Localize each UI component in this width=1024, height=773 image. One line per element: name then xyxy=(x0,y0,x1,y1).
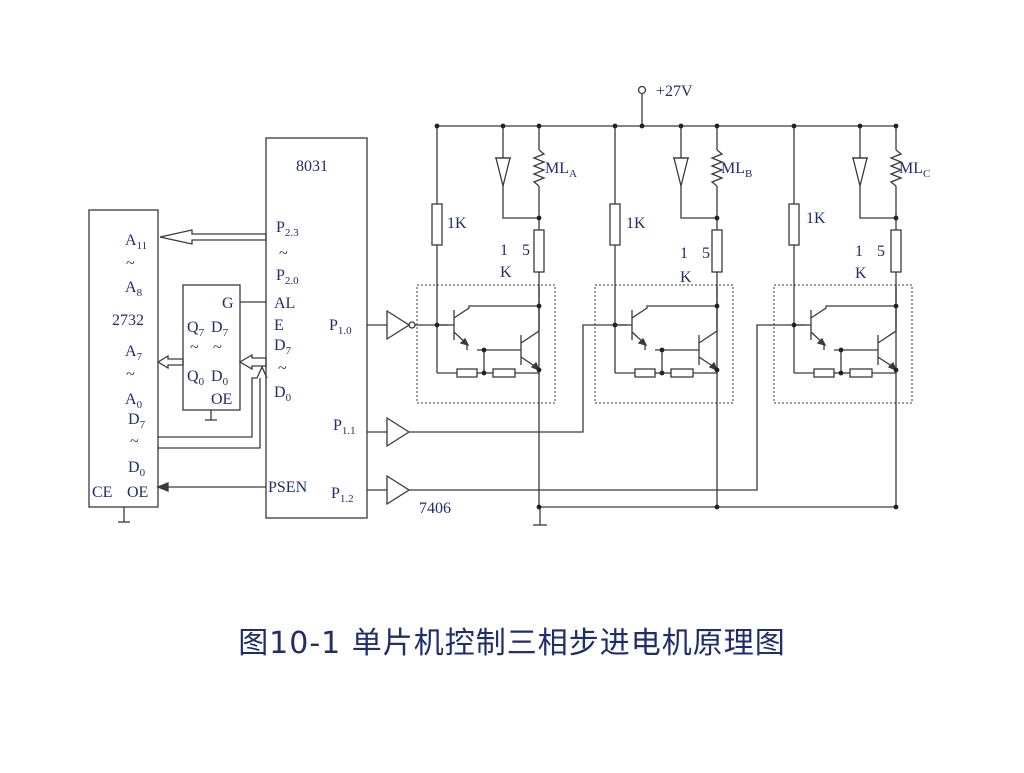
eprom-a8: A8 xyxy=(125,279,143,299)
base-resistor-c xyxy=(788,203,800,246)
mcu-p23: P2.3 xyxy=(276,219,299,239)
bus-arrow-address-low xyxy=(156,354,184,370)
collector-resistor-b xyxy=(711,229,723,273)
collector-resistor-c xyxy=(890,229,902,273)
darlington-box-a xyxy=(416,284,556,404)
eprom-oe: OE xyxy=(127,484,148,501)
internal-resistor-1-b xyxy=(634,368,656,378)
coil-label-b: MLB xyxy=(721,160,752,180)
mcu-d0: D0 xyxy=(274,384,292,404)
eprom-d-tilde: ~ xyxy=(130,433,139,450)
flyback-diode-a xyxy=(495,157,511,187)
mcu-p12: P1.2 xyxy=(331,485,354,505)
motor-coil-a xyxy=(532,149,546,187)
internal-resistor-1-c xyxy=(813,368,835,378)
latch-q7: Q7 xyxy=(187,319,205,339)
supply-label: +27V xyxy=(656,83,693,100)
base-resistor-a xyxy=(431,203,443,246)
mcu-ale-line1: AL xyxy=(274,295,295,312)
coil-label-a: MLA xyxy=(545,160,577,180)
collector-resistor-a xyxy=(533,229,545,273)
mcu-d7: D7 xyxy=(274,337,292,357)
internal-resistor-2-b xyxy=(670,368,694,378)
internal-resistor-1-a xyxy=(456,368,478,378)
coil-label-c: MLC xyxy=(899,160,930,180)
latch-d7: D7 xyxy=(211,319,229,339)
buffer-label-7406: 7406 xyxy=(419,500,451,517)
mcu-p20: P2.0 xyxy=(276,267,299,287)
mcu-psen: PSEN xyxy=(268,479,308,496)
motor-coil-b xyxy=(710,149,724,187)
res-label-c-2: 5 xyxy=(877,243,885,260)
eprom-ce: CE xyxy=(92,484,112,501)
base-res-label-b: 1K xyxy=(626,215,646,232)
eprom-name: 2732 xyxy=(112,312,144,329)
base-resistor-b xyxy=(609,203,621,246)
flyback-diode-b xyxy=(673,157,689,187)
eprom-a11: A11 xyxy=(125,232,147,252)
eprom-d7: D7 xyxy=(128,411,146,431)
eprom-2732-box xyxy=(88,209,159,508)
internal-resistor-2-a xyxy=(492,368,516,378)
latch-q0: Q0 xyxy=(187,368,205,388)
res-label-b-3: K xyxy=(680,269,692,286)
mcu-ale-line2: E xyxy=(274,317,284,334)
mcu-d-tilde: ~ xyxy=(278,360,287,377)
latch-q-tilde: ~ xyxy=(190,339,199,356)
mcu-p11: P1.1 xyxy=(333,417,356,437)
mcu-p2-tilde: ~ xyxy=(279,245,288,262)
eprom-a0: A0 xyxy=(125,391,143,411)
driver-stage-b xyxy=(594,126,734,507)
internal-resistor-2-c xyxy=(849,368,873,378)
mcu-p10: P1.0 xyxy=(329,317,352,337)
buffer-p11 xyxy=(386,416,411,448)
base-res-label-c: 1K xyxy=(806,210,826,227)
latch-g: G xyxy=(222,295,234,312)
eprom-a-tilde-1: ~ xyxy=(126,255,135,272)
bus-arrow-address-high xyxy=(159,229,267,245)
base-res-label-a: 1K xyxy=(447,215,467,232)
driver-stage-c xyxy=(773,126,913,507)
buffer-p12 xyxy=(386,474,411,506)
eprom-a7: A7 xyxy=(125,343,143,363)
latch-d0: D0 xyxy=(211,368,229,388)
res-label-a-1: 1 xyxy=(500,242,508,259)
figure-caption: 图10-1 单片机控制三相步进电机原理图 xyxy=(238,626,786,661)
res-label-a-2: 5 xyxy=(522,242,530,259)
darlington-box-b xyxy=(594,284,734,404)
eprom-d0: D0 xyxy=(128,459,146,479)
mcu-name: 8031 xyxy=(296,158,328,175)
mcu-8031-box xyxy=(265,137,368,519)
motor-coil-c xyxy=(889,149,903,187)
res-label-a-3: K xyxy=(500,264,512,281)
res-label-b-2: 5 xyxy=(702,245,710,262)
bus-arrow-data-latch xyxy=(238,353,267,371)
latch-oe: OE xyxy=(211,391,232,408)
buffer-p10 xyxy=(386,309,411,341)
res-label-b-1: 1 xyxy=(680,245,688,262)
eprom-a-tilde-2: ~ xyxy=(126,366,135,383)
darlington-box-c xyxy=(773,284,913,404)
latch-d-tilde: ~ xyxy=(213,339,222,356)
driver-stage-a xyxy=(416,126,556,507)
res-label-c-1: 1 xyxy=(855,243,863,260)
flyback-diode-c xyxy=(852,157,868,187)
res-label-c-3: K xyxy=(855,265,867,282)
